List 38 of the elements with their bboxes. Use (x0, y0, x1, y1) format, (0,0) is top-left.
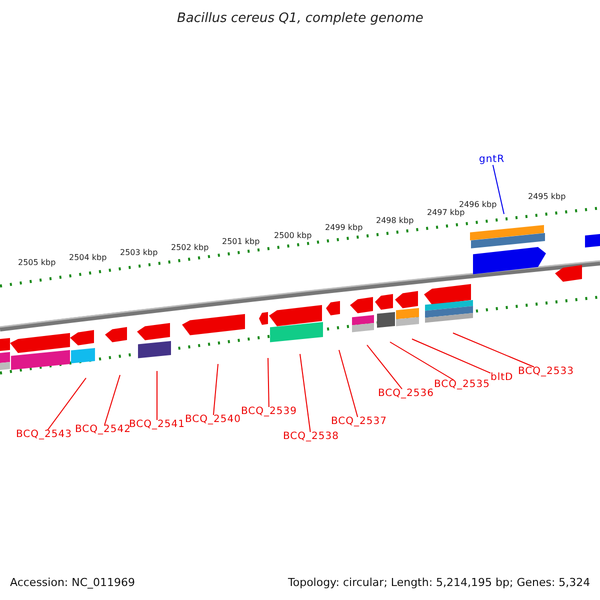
scale-label: 2504 kbp (69, 254, 107, 262)
gene-label: BCQ_2537 (331, 417, 387, 427)
scale-label: 2503 kbp (120, 249, 158, 257)
scale-label: 2502 kbp (171, 244, 209, 252)
leader-line (47, 378, 86, 430)
leader-line (104, 374, 120, 426)
gene-label: BCQ_2539 (241, 407, 297, 417)
gene-label: BCQ_2536 (378, 389, 434, 399)
gene-label: BCQ_2540 (185, 415, 241, 425)
leader-line (156, 370, 158, 420)
scale-label: 2495 kbp (528, 193, 566, 201)
leader-line (452, 332, 535, 368)
scale-label: 2505 kbp (18, 259, 56, 267)
gene-label: BCQ_2535 (434, 380, 490, 390)
scale-label: 2499 kbp (325, 224, 363, 232)
leader-line (390, 342, 454, 380)
map-title: Bacillus cereus Q1, complete genome (177, 12, 424, 24)
leader-line (338, 350, 358, 418)
leader-line (212, 364, 218, 416)
scale-label: 2497 kbp (427, 209, 465, 217)
scale-label: 2500 kbp (274, 232, 312, 240)
gene-label: BCQ_2538 (283, 432, 339, 442)
gene-label: bltD (490, 373, 514, 383)
footer-text: Topology: circular; Length: 5,214,195 bp; Genes: 5,324 (288, 576, 590, 588)
scale-label: 2498 kbp (376, 217, 414, 225)
leader-line (492, 164, 504, 214)
gene-label: BCQ_2543 (16, 430, 72, 440)
leader-line (268, 358, 270, 408)
leader-line (366, 344, 403, 390)
footer-text: Accession: NC_011969 (10, 576, 136, 588)
gene-label: gntR (479, 155, 505, 165)
scale-label: 2496 kbp (459, 201, 497, 209)
leader-line (412, 338, 491, 374)
leader-line (300, 354, 311, 432)
scale-label: 2501 kbp (222, 238, 260, 246)
gene-label: BCQ_2541 (129, 420, 185, 430)
gene-label: BCQ_2533 (518, 367, 574, 377)
gene-label: BCQ_2542 (75, 425, 131, 435)
